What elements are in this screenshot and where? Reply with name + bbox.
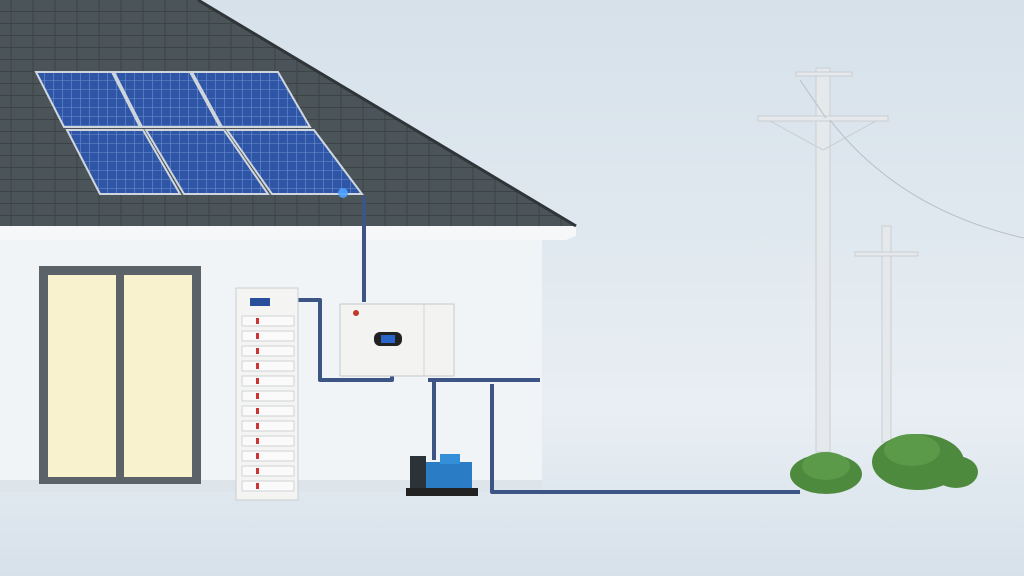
window (39, 266, 201, 484)
bushes (790, 434, 978, 494)
battery-stack (235, 287, 299, 501)
solar-panel (34, 71, 142, 128)
roof-eave (0, 226, 576, 240)
solar-panel (144, 129, 270, 195)
battery-cable (296, 298, 394, 382)
solar-panel (65, 129, 182, 195)
solar-panels (34, 71, 364, 198)
cables (296, 196, 800, 494)
solar-panel (225, 129, 364, 195)
grid-cable (490, 384, 800, 494)
utility-poles (757, 67, 1024, 453)
solar-panel (190, 71, 312, 128)
inverter (339, 303, 455, 377)
generator (406, 454, 478, 496)
solar-panel (112, 71, 222, 128)
